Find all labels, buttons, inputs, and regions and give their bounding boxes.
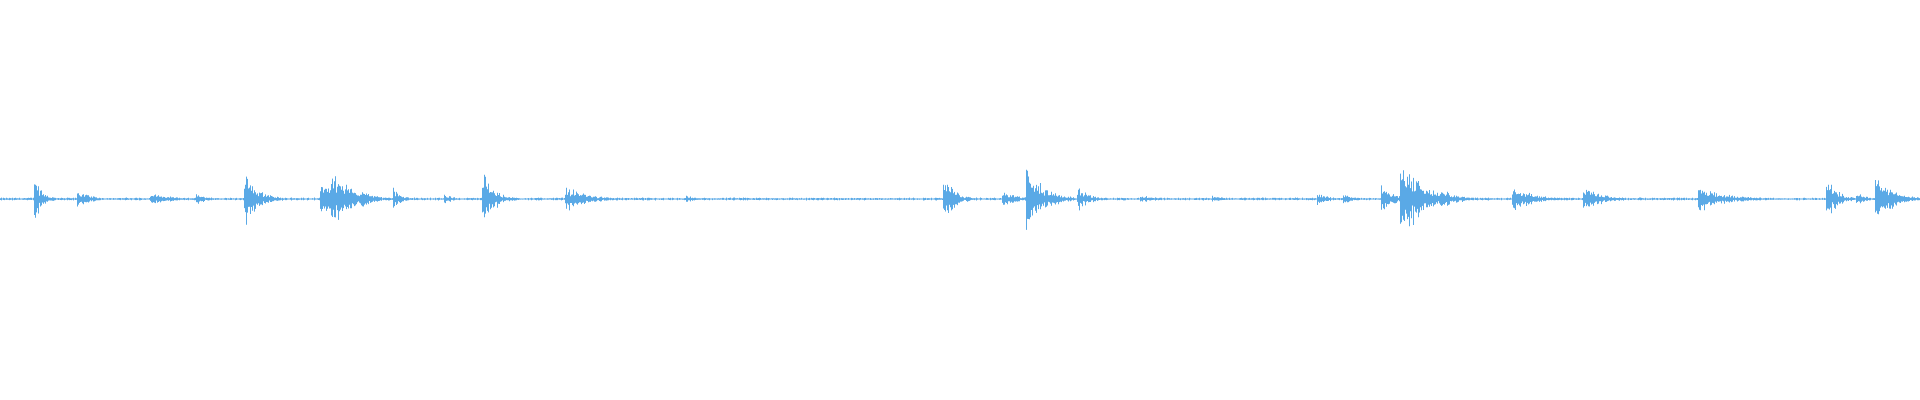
waveform-path [0,169,1920,230]
waveform-signal [0,169,1920,230]
